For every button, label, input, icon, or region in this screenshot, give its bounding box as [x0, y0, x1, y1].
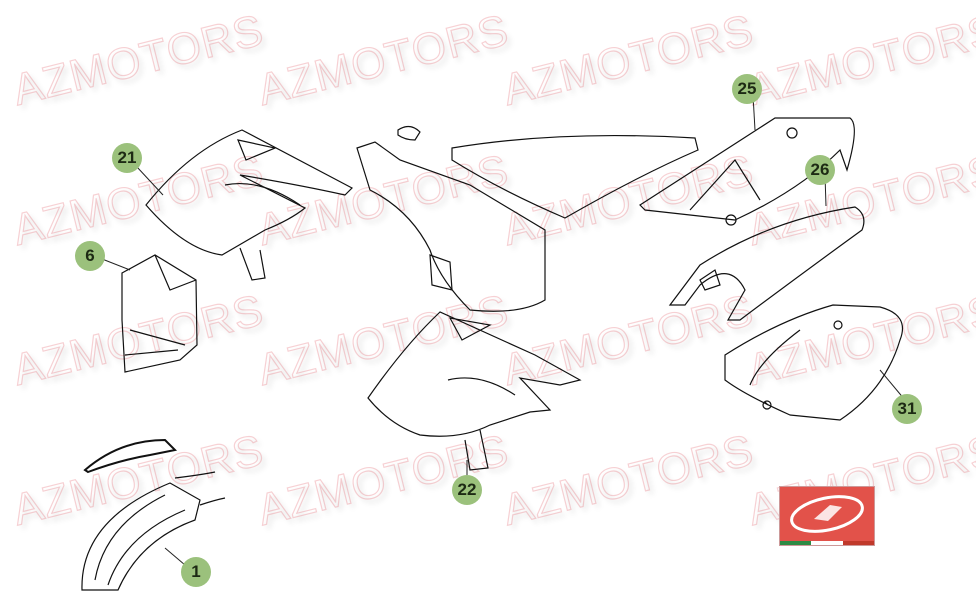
callout-badge-1[interactable]: 1 — [181, 557, 211, 587]
callout-badge-25[interactable]: 25 — [732, 74, 762, 104]
part-21-shroud-left[interactable] — [145, 129, 353, 281]
part-6-number-plate[interactable] — [121, 254, 198, 373]
part-25-side-panel[interactable] — [639, 117, 855, 226]
flag-white — [811, 541, 843, 545]
part-22-shroud-right[interactable] — [367, 311, 582, 471]
part-fender-bracket[interactable] — [83, 438, 178, 474]
part-seat[interactable] — [451, 134, 699, 219]
callout-badge-21[interactable]: 21 — [112, 143, 142, 173]
azmotors-logo — [779, 486, 875, 546]
logo-emblem-icon — [790, 495, 864, 533]
part-26-rear-fender[interactable] — [668, 206, 865, 321]
callout-badge-22[interactable]: 22 — [452, 475, 482, 505]
callout-badge-6[interactable]: 6 — [75, 241, 105, 271]
flag-red — [842, 541, 874, 545]
part-31-side-plate[interactable] — [724, 304, 904, 421]
callout-badge-26[interactable]: 26 — [805, 155, 835, 185]
flag-green — [780, 541, 812, 545]
part-fuel-tank[interactable] — [356, 125, 546, 312]
callout-badge-31[interactable]: 31 — [892, 394, 922, 424]
italian-flag-stripe — [780, 541, 874, 545]
part-1-front-fender[interactable] — [81, 471, 226, 591]
